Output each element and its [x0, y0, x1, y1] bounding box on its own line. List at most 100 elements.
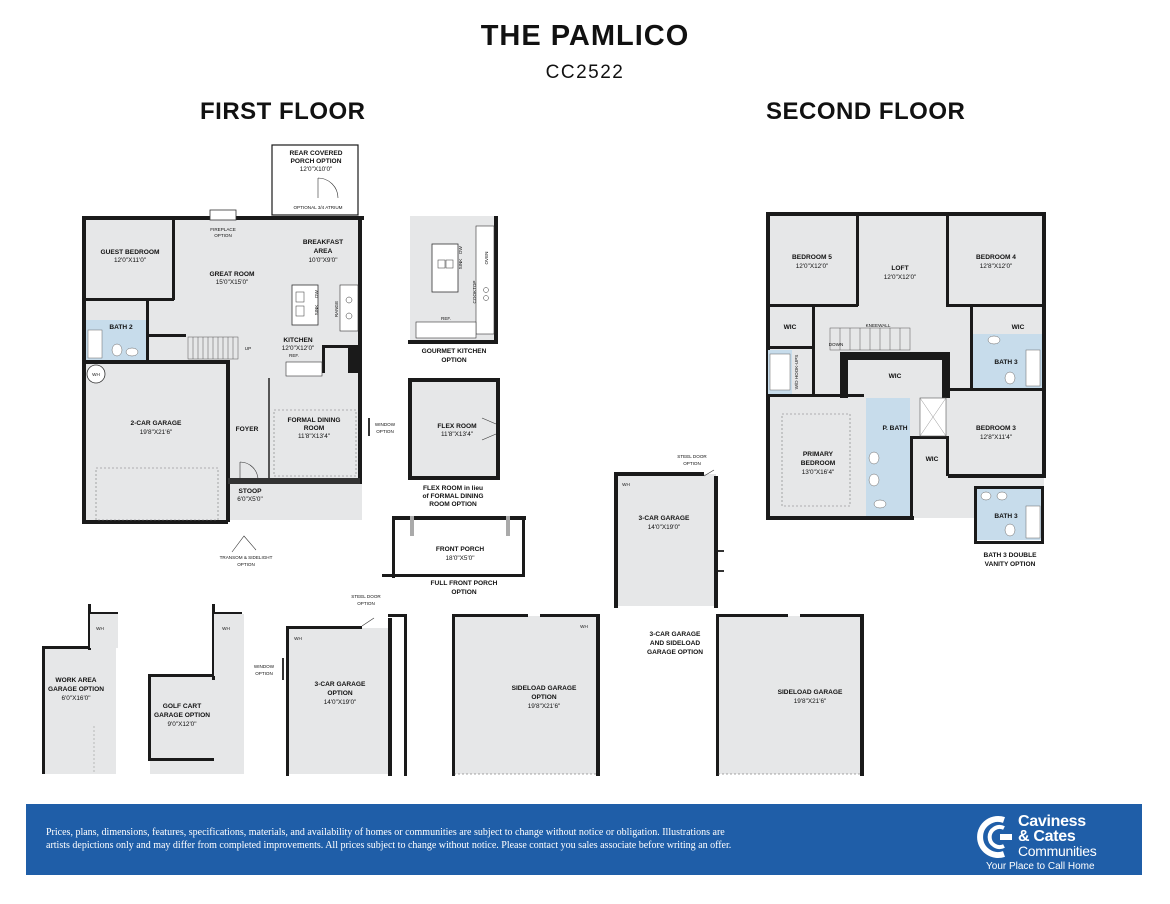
bedroom3-dim: 12'8"X11'4": [980, 434, 1012, 441]
steel-door-bottom-2: OPTION: [357, 601, 375, 606]
rear-porch-label-2: PORCH OPTION: [291, 158, 342, 165]
stoop-dim: 6'0"X5'0": [237, 496, 262, 503]
bath3-double-label: BATH 3: [994, 513, 1018, 520]
bedroom4-dim: 12'8"X12'0": [980, 263, 1013, 270]
steel-door-right-2: OPTION: [683, 461, 701, 466]
logo-line-3: Communities: [1018, 843, 1097, 859]
gourmet-oven: OVEN: [484, 251, 489, 264]
guest-bedroom-name: GUEST BEDROOM: [101, 249, 160, 256]
sideload-garage-right: [716, 614, 864, 776]
second-floor-plan: [766, 212, 1046, 520]
atrium-label: OPTIONAL 3/4 ATRIUM: [293, 205, 342, 210]
dining-label-1: FORMAL DINING: [288, 417, 341, 424]
primary-label-2: BEDROOM: [801, 460, 836, 467]
bedroom4-name: BEDROOM 4: [976, 254, 1016, 261]
garage3-right-dim: 14'0"X19'0": [648, 524, 681, 531]
dining-dim: 11'8"X13'4": [298, 433, 330, 440]
flex-option-label-3: ROOM OPTION: [429, 501, 477, 508]
footer-banner: Prices, plans, dimensions, features, spe…: [26, 804, 1142, 875]
loft-dim: 12'0"X12'0": [884, 274, 917, 281]
disclaimer-line-2: artists depictions only and may differ f…: [46, 840, 732, 851]
front-porch-dim: 18'0"X5'0": [445, 555, 474, 562]
kitchen-dw: DW: [314, 290, 319, 298]
first-floor-plan: [82, 144, 370, 553]
rear-porch-dim: 12'0"X10'0": [300, 166, 333, 173]
work-area-garage: [42, 604, 118, 774]
kneewall-label: KNEEWALL: [866, 323, 891, 328]
garage2-name: 2-CAR GARAGE: [131, 420, 183, 427]
golf-cart-label-1: GOLF CART: [163, 703, 201, 710]
bath3-double-option-1: BATH 3 DOUBLE: [984, 552, 1038, 559]
foyer-label: FOYER: [236, 426, 259, 433]
wh-sideload-bottom: WH: [580, 624, 588, 629]
garage3-sideload-label-2: AND SIDELOAD: [650, 640, 700, 647]
work-area-label-2: GARAGE OPTION: [48, 686, 104, 693]
fireplace-label-2: OPTION: [214, 233, 232, 238]
garage3-bottom-label-2: OPTION: [327, 690, 353, 697]
fireplace-label-1: FIREPLACE: [210, 227, 236, 232]
first-floor-heading: FIRST FLOOR: [200, 98, 366, 125]
kitchen-name: KITCHEN: [283, 337, 313, 344]
wic-right: WIC: [1012, 324, 1025, 331]
window-option2-2: OPTION: [255, 671, 273, 676]
sideload-right-dim: 19'8"X21'6": [794, 698, 827, 705]
primary-label-1: PRIMARY: [803, 451, 834, 458]
golf-cart-garage: [148, 604, 284, 774]
kitchen-dim: 12'0"X12'0": [282, 345, 315, 352]
front-porch-name: FRONT PORCH: [436, 546, 485, 553]
wh-garage3-bottom: WH: [294, 636, 302, 641]
garage2-dim: 19'8"X21'6": [140, 429, 173, 436]
wic-center: WIC: [889, 373, 902, 380]
stoop-name: STOOP: [239, 488, 263, 495]
bath2-label: BATH 2: [109, 324, 133, 331]
wic-left: WIC: [784, 324, 797, 331]
disclaimer-text: Prices, plans, dimensions, features, spe…: [46, 826, 866, 852]
front-porch-option: [382, 516, 526, 578]
breakfast-dim: 10'0"X9'0": [308, 257, 337, 264]
second-floor-heading: SECOND FLOOR: [766, 98, 966, 125]
gourmet-label-2: OPTION: [441, 357, 467, 364]
great-room-name: GREAT ROOM: [210, 271, 255, 278]
flex-room-option: [408, 378, 500, 480]
work-area-dim: 6'0"X16'0": [61, 695, 90, 702]
transom-label-1: TRANSOM & SIDELIGHT: [220, 555, 273, 560]
bedroom5-name: BEDROOM 5: [792, 254, 832, 261]
dining-label-2: ROOM: [304, 425, 325, 432]
gourmet-kitchen-option: [408, 216, 498, 344]
bedroom5-dim: 12'0"X12'0": [796, 263, 829, 270]
wic-bottom: WIC: [926, 456, 939, 463]
bath3-double-vanity-option: [974, 486, 1044, 544]
flex-room-name: FLEX ROOM: [437, 423, 477, 430]
primary-dim: 13'0"X16'4": [802, 469, 835, 476]
steel-door-bottom-1: STEEL DOOR: [351, 594, 381, 599]
window-option-label-1: WINDOW: [375, 422, 396, 427]
flex-option-label-1: FLEX ROOM in lieu: [423, 485, 483, 492]
garage3-sideload-label-1: 3-CAR GARAGE: [650, 631, 702, 638]
flex-room-dim: 11'8"X13'4": [441, 431, 473, 438]
bath3-label: BATH 3: [994, 359, 1018, 366]
gourmet-ref: REF.: [441, 316, 451, 321]
transom-label-2: OPTION: [237, 562, 255, 567]
bath3-double-option-2: VANITY OPTION: [985, 561, 1036, 568]
logo-tagline: Your Place to Call Home: [986, 861, 1095, 872]
garage3-right-name: 3-CAR GARAGE: [639, 515, 691, 522]
floor-plan-drawing: REAR COVERED PORCH OPTION 12'0"X10'0" OP…: [42, 144, 1046, 776]
wh-work-area: WH: [96, 626, 104, 631]
great-room-dim: 15'0"X15'0": [216, 279, 249, 286]
work-area-label-1: WORK AREA: [55, 677, 96, 684]
window-option-label-2: OPTION: [376, 429, 394, 434]
plan-code: CC2522: [545, 62, 625, 83]
breakfast-label-2: AREA: [314, 248, 333, 255]
kitchen-ref: REF.: [289, 353, 299, 358]
golf-cart-dim: 9'0"X12'0": [167, 721, 196, 728]
garage3-bottom-dim: 14'0"X19'0": [324, 699, 357, 706]
first-floor-wh: WH: [92, 372, 100, 377]
logo-mark-icon: [977, 816, 1012, 858]
logo-line-2: & Cates: [1018, 828, 1076, 845]
guest-bedroom-dim: 12'0"X11'0": [114, 257, 146, 264]
garage3-bottom-label-1: 3-CAR GARAGE: [315, 681, 367, 688]
plan-labels: REAR COVERED PORCH OPTION 12'0"X10'0" OP…: [48, 150, 1037, 728]
breakfast-label-1: BREAKFAST: [303, 239, 343, 246]
sideload-right-name: SIDELOAD GARAGE: [778, 689, 843, 696]
gourmet-dw: DW: [458, 246, 463, 254]
